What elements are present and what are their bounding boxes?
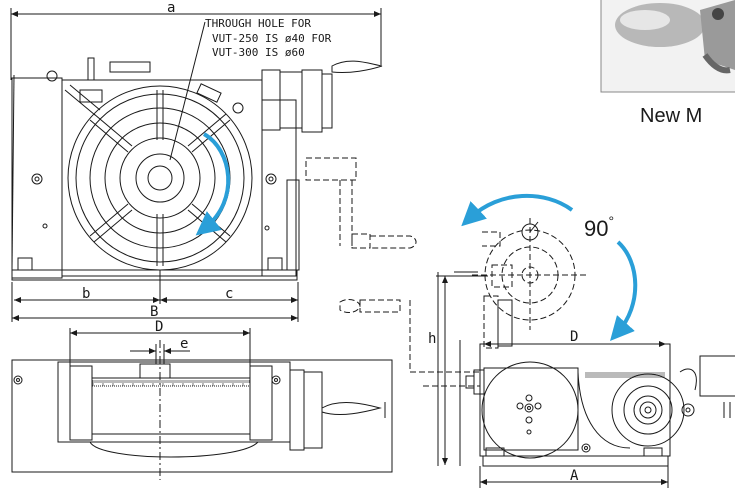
dim-label-B: B — [150, 304, 158, 320]
tilt-arrow-lower — [610, 240, 638, 341]
note-line-3: VUT-300 IS ø60 — [212, 46, 305, 59]
tilt-arrow-upper — [461, 193, 574, 227]
dim-label-e: e — [180, 336, 188, 352]
front-dimensions — [11, 270, 299, 322]
front-view — [10, 8, 417, 281]
product-photo — [600, 0, 735, 93]
top-view — [11, 328, 393, 480]
dim-label-D-side: D — [570, 329, 578, 345]
dim-label-b: b — [82, 286, 90, 302]
photo-caption: New M — [640, 105, 702, 127]
tilt-angle-label: 90° — [584, 213, 614, 241]
dim-label-h: h — [428, 331, 436, 347]
dim-label-A: A — [570, 468, 579, 484]
dim-label-a: a — [167, 0, 175, 16]
side-view — [339, 218, 735, 488]
side-view-scale — [585, 372, 665, 378]
rotation-arrow-front — [195, 132, 231, 236]
note-line-1: THROUGH HOLE FOR — [205, 17, 311, 30]
note-line-2: VUT-250 IS ø40 FOR — [212, 32, 332, 45]
top-view-scale — [92, 380, 250, 386]
dim-label-c: c — [225, 286, 233, 302]
dim-label-D-top: D — [155, 319, 163, 335]
